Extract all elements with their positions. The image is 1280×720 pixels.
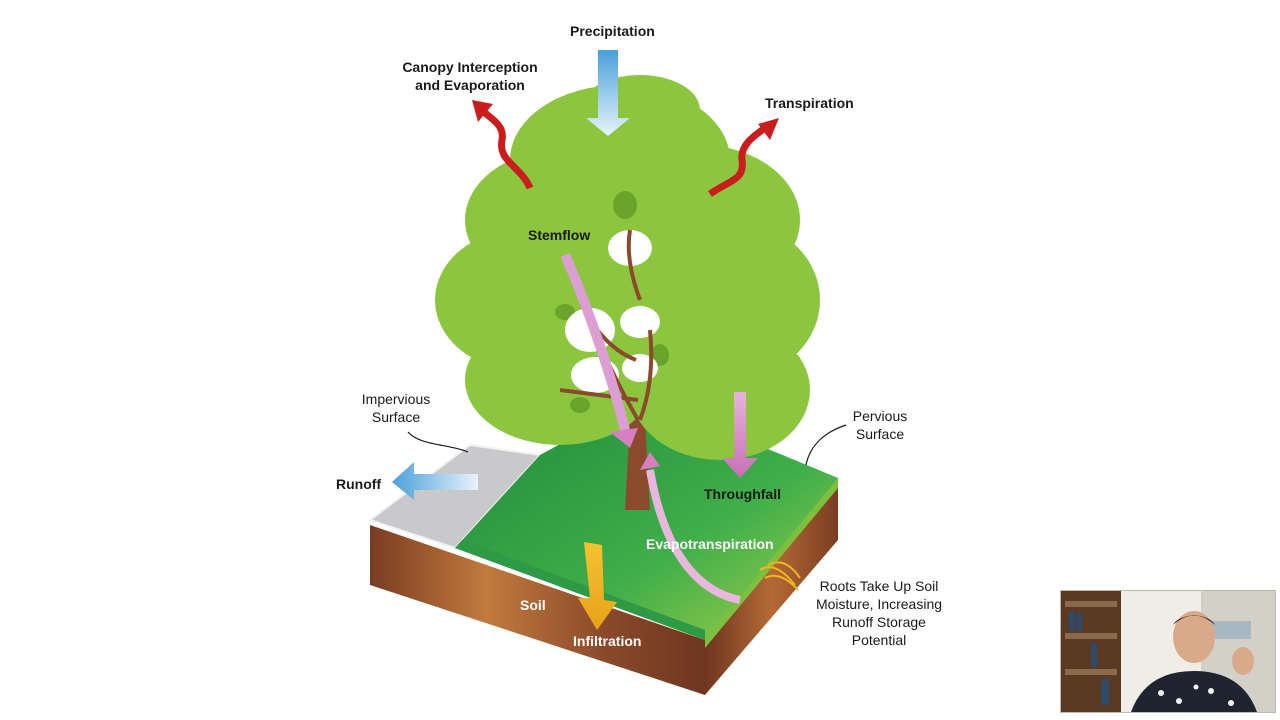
label-roots-line2: Moisture, Increasing bbox=[815, 596, 943, 612]
grass-front-lip bbox=[455, 540, 705, 640]
label-infiltration: Infiltration bbox=[573, 633, 642, 649]
canopy-shadow-patches bbox=[555, 191, 669, 413]
label-roots-line1: Roots Take Up Soil bbox=[819, 578, 939, 594]
pervious-leader-line bbox=[805, 424, 847, 466]
label-impervious-line2: Surface bbox=[371, 409, 421, 425]
infiltration-arrow bbox=[578, 542, 617, 630]
evapotranspiration-arrowhead bbox=[640, 452, 660, 470]
label-transpiration: Transpiration bbox=[765, 95, 854, 111]
label-pervious-surface: Pervious Surface bbox=[840, 407, 920, 443]
transpiration-arrow bbox=[707, 125, 768, 197]
throughfall-arrow bbox=[722, 392, 758, 478]
label-stemflow: Stemflow bbox=[528, 227, 591, 243]
label-runoff: Runoff bbox=[336, 476, 382, 492]
transpiration-arrowhead bbox=[758, 118, 779, 140]
root-strands bbox=[759, 561, 801, 591]
stemflow-arrowhead bbox=[610, 428, 638, 448]
stemflow-arrow bbox=[560, 252, 630, 432]
canopy-evaporation-arrow bbox=[481, 109, 534, 190]
label-roots: Roots Take Up Soil Moisture, Increasing … bbox=[806, 577, 952, 649]
label-impervious-line1: Impervious bbox=[361, 391, 431, 407]
soil-side-face bbox=[705, 478, 838, 695]
impervious-leader-line bbox=[407, 431, 469, 453]
label-canopy-line2: and Evaporation bbox=[415, 77, 525, 93]
tree bbox=[435, 75, 820, 510]
label-canopy-interception: Canopy Interception and Evaporation bbox=[396, 58, 544, 94]
label-roots-line4: Potential bbox=[851, 632, 907, 648]
label-roots-line3: Runoff Storage bbox=[832, 614, 926, 630]
label-precipitation: Precipitation bbox=[570, 23, 655, 39]
presenter-video-feed-icon bbox=[1061, 591, 1275, 712]
evapotranspiration-arrow bbox=[646, 469, 741, 604]
label-canopy-line1: Canopy Interception bbox=[402, 59, 538, 75]
canopy-evaporation-arrowhead bbox=[472, 100, 493, 122]
runoff-arrow bbox=[392, 462, 478, 500]
label-pervious-line2: Surface bbox=[855, 426, 905, 442]
precipitation-arrow bbox=[586, 50, 630, 136]
label-throughfall: Throughfall bbox=[704, 486, 781, 502]
soil-front-face bbox=[370, 525, 705, 695]
label-impervious-surface: Impervious Surface bbox=[356, 390, 436, 426]
label-soil: Soil bbox=[520, 597, 546, 613]
label-evapotranspiration: Evapotranspiration bbox=[646, 536, 774, 552]
label-pervious-line1: Pervious bbox=[852, 408, 908, 424]
presenter-webcam bbox=[1060, 590, 1276, 713]
